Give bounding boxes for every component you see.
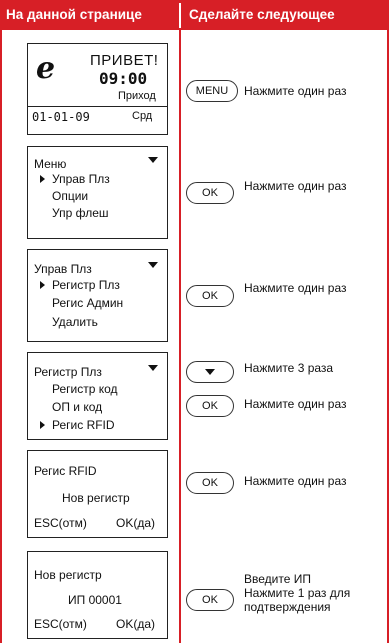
menu-item: Упр флеш [52, 206, 109, 220]
ok-button[interactable]: OK [186, 472, 234, 494]
selection-arrow-icon [40, 281, 45, 289]
menu-item: Регис Админ [52, 296, 124, 310]
instruction-step1: Нажмите один раз [244, 84, 347, 98]
header-on-this-page: На данной странице [6, 7, 142, 22]
menu-item: Удалить [52, 315, 98, 329]
column-divider [179, 30, 181, 643]
clock-time: 09:00 [99, 69, 148, 88]
instruction-step2: Нажмите один раз [244, 179, 347, 193]
table-frame [0, 30, 389, 643]
menu-item: Регистр Плз [52, 278, 120, 292]
confirm-label: OK(да) [116, 617, 156, 631]
device-screen-register-user: Регистр Плз Регистр код ОП и код Регис R… [27, 352, 168, 440]
instruction-step6-line1: Введите ИП [244, 572, 311, 586]
screen-title: Регис RFID [34, 464, 97, 478]
ok-button[interactable]: OK [186, 589, 234, 611]
device-screen-user-manage: Управ Плз Регистр Плз Регис Админ Удалит… [27, 249, 168, 342]
selection-arrow-icon [40, 421, 45, 429]
header-separator [179, 3, 181, 28]
menu-item: Регистр код [52, 382, 118, 396]
header-do-the-following: Сделайте следующее [189, 7, 335, 22]
confirm-label: OK(да) [116, 516, 156, 530]
screen-body-text: Нов регистр [62, 491, 130, 505]
table-header: На данной странице Сделайте следующее [0, 0, 389, 30]
escape-label: ESC(отм) [34, 516, 87, 530]
instruction-step3: Нажмите один раз [244, 281, 347, 295]
menu-button[interactable]: MENU [186, 80, 238, 102]
menu-item: Регис RFID [52, 418, 115, 432]
instruction-step6-line3: подтверждения [244, 600, 331, 614]
escape-label: ESC(отм) [34, 617, 87, 631]
scroll-down-indicator-icon [148, 365, 158, 371]
user-id-text: ИП 00001 [68, 593, 122, 607]
instruction-step5: Нажмите один раз [244, 474, 347, 488]
instruction-step6-line2: Нажмите 1 раз для [244, 586, 351, 600]
e-logo-icon: e [36, 51, 56, 86]
menu-item: ОП и код [52, 400, 103, 414]
down-arrow-icon [205, 369, 215, 375]
menu-item: Управ Плз [52, 172, 110, 186]
screen-divider [28, 106, 167, 107]
device-screen-menu: Меню Управ Плз Опции Упр флеш [27, 146, 168, 239]
screen-title: Регистр Плз [34, 365, 102, 379]
attendance-status: Приход [118, 90, 156, 102]
instruction-step4: Нажмите один раз [244, 397, 347, 411]
greeting-text: ПРИВЕТ! [90, 52, 159, 69]
screen-title: Управ Плз [34, 262, 92, 276]
menu-item: Опции [52, 189, 89, 203]
scroll-down-indicator-icon [148, 262, 158, 268]
device-screen-register-rfid: Регис RFID Нов регистр ESC(отм) OK(да) [27, 450, 168, 538]
selection-arrow-icon [40, 175, 45, 183]
ok-button[interactable]: OK [186, 285, 234, 307]
ok-button[interactable]: OK [186, 395, 234, 417]
device-screen-new-register: Нов регистр ИП 00001 ESC(отм) OK(да) [27, 551, 168, 639]
instruction-step4-down: Нажмите 3 раза [244, 361, 334, 375]
down-button[interactable] [186, 361, 234, 383]
screen-title: Нов регистр [34, 568, 102, 582]
device-screen-welcome: e ПРИВЕТ! 09:00 Приход 01-01-09 Срд [27, 43, 168, 135]
ok-button[interactable]: OK [186, 182, 234, 204]
screen-title: Меню [34, 157, 67, 171]
day-text: Срд [132, 110, 153, 122]
scroll-down-indicator-icon [148, 157, 158, 163]
date-text: 01-01-09 [32, 110, 90, 124]
